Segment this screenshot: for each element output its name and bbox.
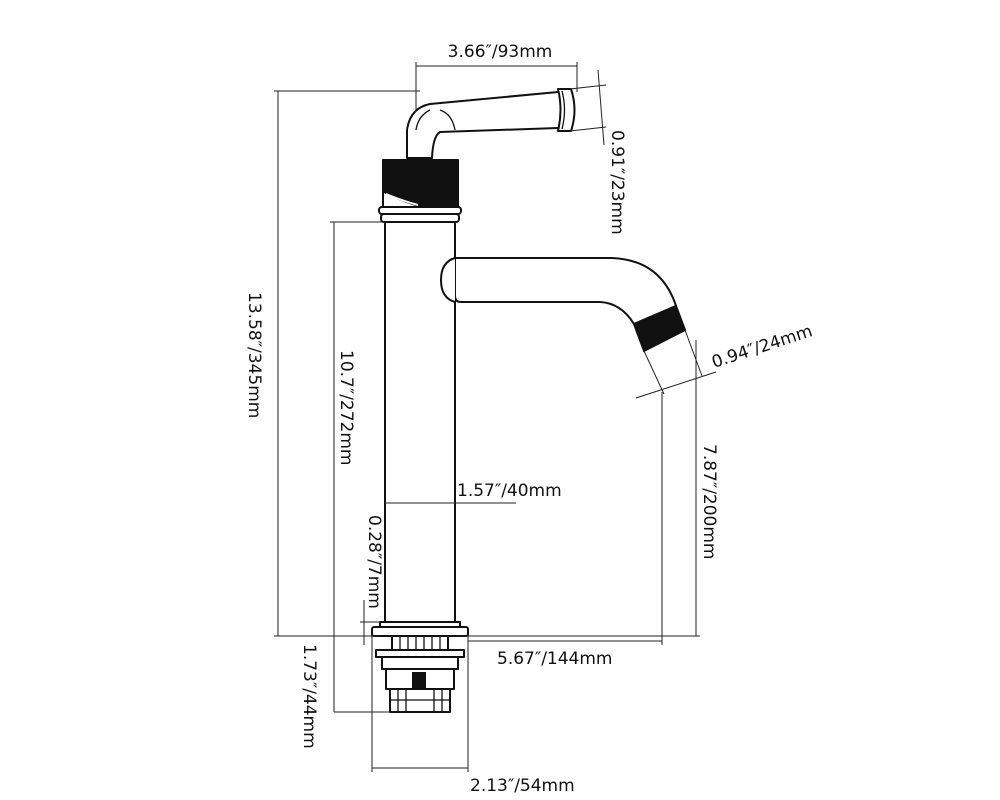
label-spout-reach: 5.67″/144mm [497,649,613,669]
dimension-body-diameter: 1.57″/40mm [385,481,562,504]
dimensions: 3.66″/93mm 0.91″/23mm 13.58″/345mm 10.7″… [244,42,815,796]
base-plate [371,621,469,637]
handle-lever [406,88,576,159]
label-base-thickness: 0.28″/7mm [364,515,384,609]
mounting-hardware [375,635,465,713]
faucet [371,88,687,713]
collar [378,206,462,223]
label-spout-height: 7.87″/200mm [699,444,719,560]
dimension-handle-width: 3.66″/93mm [415,42,578,112]
spout [440,257,677,325]
label-body-height: 10.7″/272mm [336,350,356,466]
dimension-total-height: 13.58″/345mm [244,90,420,637]
dimension-base-thickness: 0.28″/7mm [360,515,384,645]
dimension-spout-height: 7.87″/200mm [695,340,719,636]
dimension-body-height: 10.7″/272mm [330,221,384,622]
label-handle-width: 3.66″/93mm [448,42,553,62]
dimension-lever-height: 0.91″/23mm [569,69,627,235]
label-body-diameter: 1.57″/40mm [457,481,562,501]
dimension-spout-reach: 5.67″/144mm [455,392,700,669]
label-lever-height: 0.91″/23mm [607,130,627,235]
handle-block [382,159,459,208]
label-total-height: 13.58″/345mm [244,292,264,418]
label-base-width: 2.13″/54mm [470,776,575,796]
label-aerator-diameter: 0.94″/24mm [709,321,815,372]
dimension-shank-length: 1.73″/44mm [299,622,390,749]
label-shank-length: 1.73″/44mm [299,644,319,749]
dimension-base-width: 2.13″/54mm [371,636,575,796]
